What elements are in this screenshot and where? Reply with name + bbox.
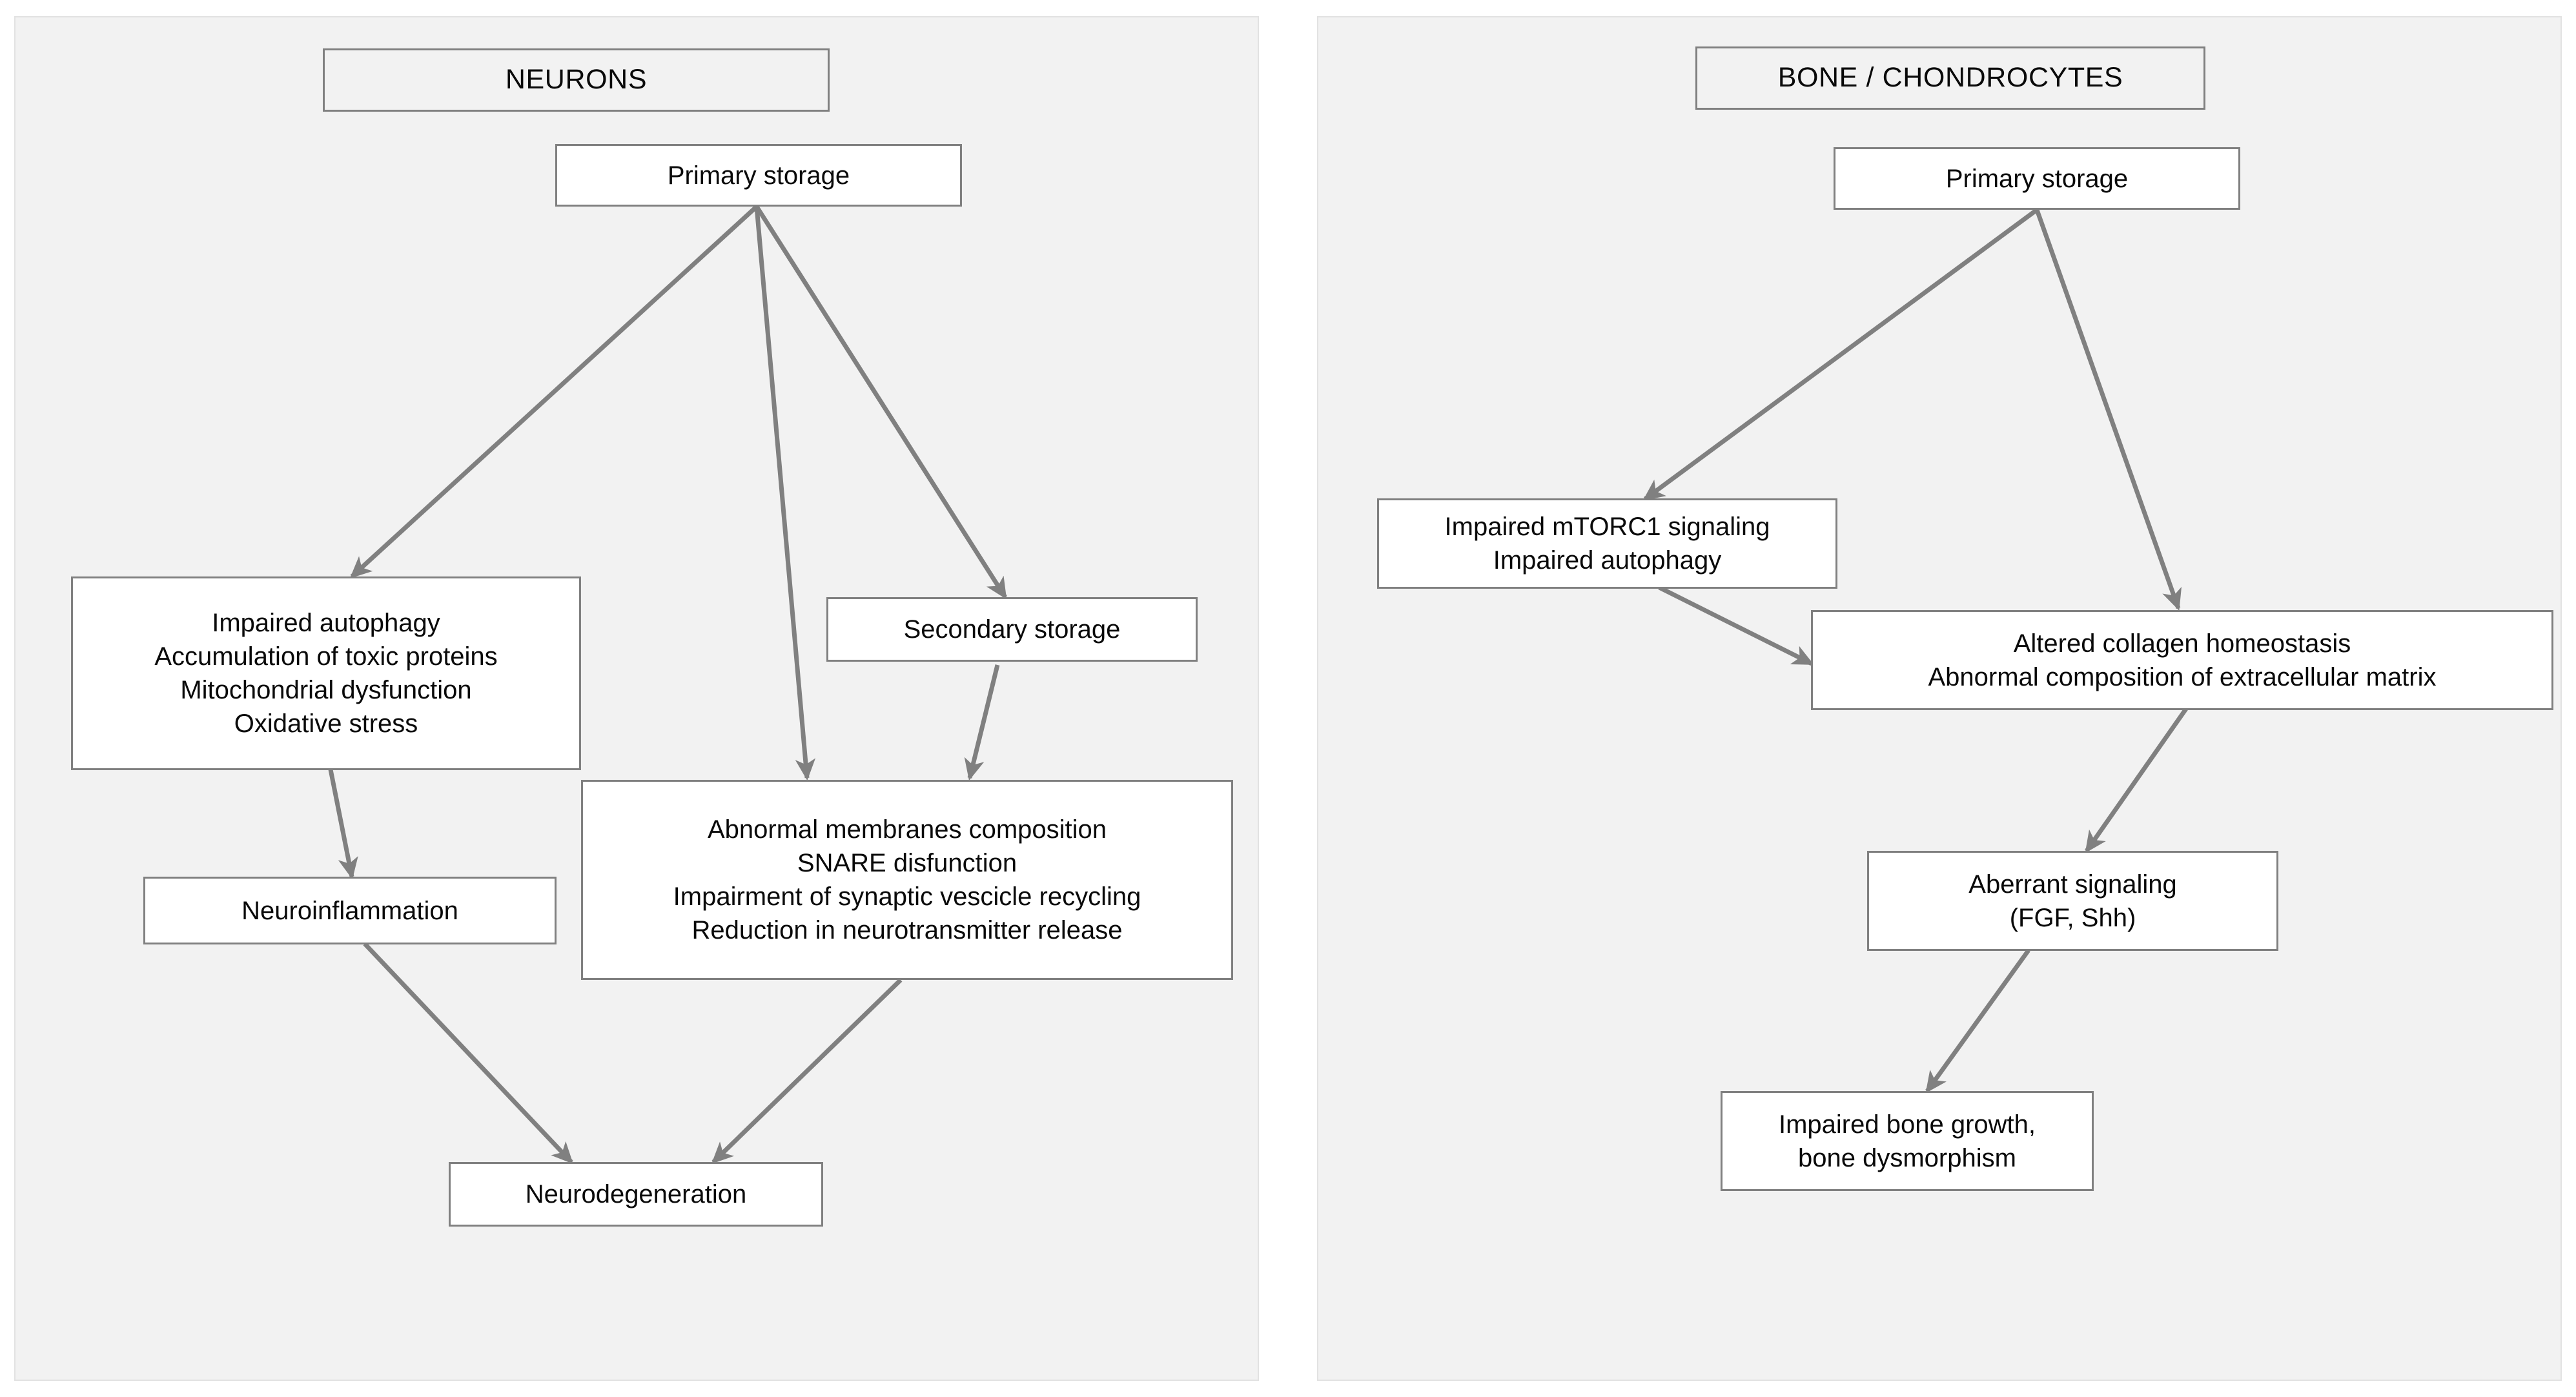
- node-neurons-primary-storage: Primary storage: [555, 144, 962, 207]
- node-neurons-impaired-autophagy: Impaired autophagy Accumulation of toxic…: [71, 576, 581, 770]
- node-neurons-neurodegeneration: Neurodegeneration: [449, 1162, 823, 1227]
- node-neurons-neuroinflammation: Neuroinflammation: [143, 877, 557, 944]
- node-bone-aberrant-signaling: Aberrant signaling (FGF, Shh): [1867, 851, 2278, 951]
- node-bone-altered-collagen: Altered collagen homeostasis Abnormal co…: [1811, 610, 2553, 710]
- node-bone-impaired-bone-growth: Impaired bone growth, bone dysmorphism: [1721, 1091, 2094, 1191]
- node-bone-impaired-mtorc1: Impaired mTORC1 signaling Impaired autop…: [1377, 498, 1837, 589]
- node-neurons-abnormal-membranes: Abnormal membranes composition SNARE dis…: [581, 780, 1233, 980]
- node-neurons-secondary-storage: Secondary storage: [826, 597, 1198, 662]
- node-bone-primary-storage: Primary storage: [1834, 147, 2240, 210]
- panel-bone-header: BONE / CHONDROCYTES: [1695, 46, 2205, 110]
- panel-neurons-header: NEURONS: [323, 48, 830, 112]
